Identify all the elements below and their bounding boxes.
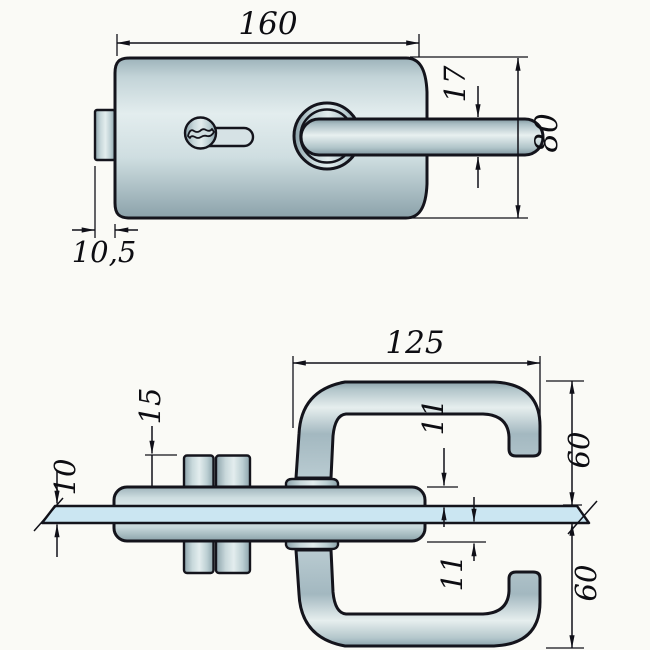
- dim-label-gap-bottom: 11: [435, 555, 469, 592]
- dim-label-handle-length: 125: [385, 325, 444, 361]
- dim-label-handle-offset-top: 60: [562, 432, 596, 469]
- latch-bolt: [93, 108, 117, 162]
- handle-lower: [294, 548, 542, 648]
- glass-pane: [40, 504, 591, 525]
- cylinder-lower-right: [214, 537, 252, 575]
- handle-upper: [294, 380, 542, 480]
- lock-body-top: [113, 56, 429, 220]
- dim-label-gap-top: 11: [416, 399, 450, 436]
- cylinder-upper-right: [214, 454, 252, 491]
- lock-top-view: [93, 56, 545, 220]
- dim-label-handle-offset-bottom: 60: [569, 565, 603, 602]
- dim-label-handle-thickness: 17: [438, 65, 472, 102]
- top-view-dimensions: 160 17 80 10,5: [72, 6, 565, 269]
- dim-label-body-width: 160: [238, 6, 297, 42]
- dim-label-glass-thickness: 10: [48, 459, 82, 496]
- dim-label-latch-protrusion: 10,5: [72, 235, 137, 269]
- cylinder-lower-left: [182, 537, 215, 575]
- lock-side-view: [33, 380, 598, 648]
- dim-label-cylinder-protrusion: 15: [133, 388, 167, 425]
- handle-upper-collar: [284, 477, 340, 489]
- side-view-dimensions: 125 15 10 11 11 60 60: [48, 325, 603, 649]
- cylinder-upper-left: [182, 454, 215, 491]
- key-slot-icon: [187, 128, 215, 139]
- dim-label-body-height: 80: [529, 113, 565, 152]
- handle-lower-collar: [284, 539, 340, 551]
- handle-bar-top-view: [299, 117, 545, 157]
